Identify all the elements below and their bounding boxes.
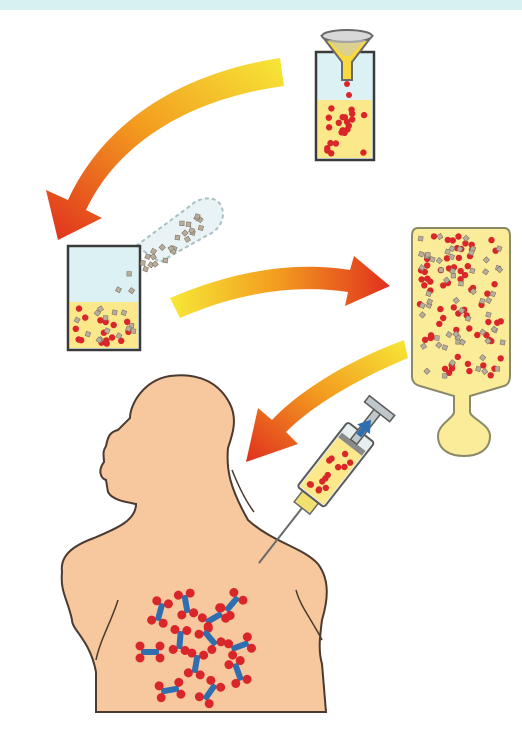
particle (112, 310, 117, 315)
red-cell (491, 281, 497, 287)
falling-particle (198, 225, 204, 231)
process-arrow-1 (46, 58, 284, 240)
particle (495, 367, 500, 372)
particle (470, 268, 475, 273)
particle (131, 328, 136, 333)
particle (479, 298, 485, 304)
particle (426, 253, 431, 258)
red-cell (455, 233, 461, 239)
red-cell (465, 361, 471, 367)
red-cell (418, 276, 424, 282)
red-cell (466, 325, 472, 331)
falling-particle (195, 214, 201, 220)
red-cell (344, 119, 350, 125)
red-cell (498, 355, 504, 361)
red-cell (427, 278, 433, 284)
red-drop (346, 92, 352, 98)
falling-particle (143, 266, 149, 272)
red-cell (421, 282, 427, 288)
particle (103, 316, 108, 321)
falling-particle (163, 258, 168, 263)
red-cell (456, 255, 462, 261)
particle (475, 366, 481, 372)
red-cell (498, 318, 504, 324)
red-cell (428, 332, 434, 338)
falling-particle (186, 222, 191, 227)
red-cell (328, 105, 334, 111)
red-cell (442, 366, 448, 372)
red-cell (488, 372, 494, 378)
particle (85, 331, 91, 337)
falling-particle (140, 260, 145, 265)
particle (418, 236, 423, 241)
red-cell (338, 129, 344, 135)
red-cell (465, 263, 471, 269)
particle (469, 250, 475, 256)
falling-particle (175, 235, 180, 240)
red-cell (440, 315, 446, 321)
red-cell (326, 115, 332, 121)
red-cell (361, 112, 367, 118)
red-cell (73, 326, 79, 332)
particle (443, 374, 448, 379)
falling-particle (127, 272, 131, 277)
red-cell (326, 124, 332, 130)
falling-particle (152, 261, 158, 267)
red-cell (451, 304, 457, 310)
top-bar (0, 0, 522, 10)
red-cell (450, 237, 456, 243)
process-arrow-3 (246, 340, 408, 462)
red-cell (82, 314, 88, 320)
culture-bottle (412, 228, 510, 456)
red-cell (360, 149, 366, 155)
red-cell (324, 147, 330, 153)
filtration-beaker (316, 30, 374, 160)
pouring-tube (136, 198, 223, 262)
red-cell (104, 340, 110, 346)
red-cell (484, 291, 490, 297)
particle (434, 335, 439, 340)
particle (426, 291, 432, 297)
particle (486, 312, 492, 318)
red-cell (111, 322, 117, 328)
red-cell (485, 319, 491, 325)
red-cell (424, 262, 430, 268)
red-cell (437, 306, 443, 312)
red-drop (344, 81, 350, 87)
red-cell (344, 126, 350, 132)
red-cell (340, 114, 346, 120)
red-cell (109, 334, 115, 340)
red-cell (76, 305, 82, 311)
red-cell (422, 337, 428, 343)
particle (450, 268, 456, 274)
particle (438, 267, 443, 272)
particle (451, 274, 456, 279)
red-cell (455, 354, 461, 360)
particle (430, 257, 436, 263)
particle (459, 281, 464, 286)
particle (500, 340, 505, 345)
falling-particle (180, 221, 185, 226)
red-cell (78, 337, 84, 343)
red-cell (436, 321, 442, 327)
red-cell (488, 237, 494, 243)
red-cell (431, 233, 437, 239)
particle (418, 251, 424, 257)
red-cell (336, 120, 342, 126)
red-cell (466, 368, 472, 374)
red-cell (327, 140, 333, 146)
red-cell (349, 110, 355, 116)
process-arrow-2 (170, 256, 390, 318)
